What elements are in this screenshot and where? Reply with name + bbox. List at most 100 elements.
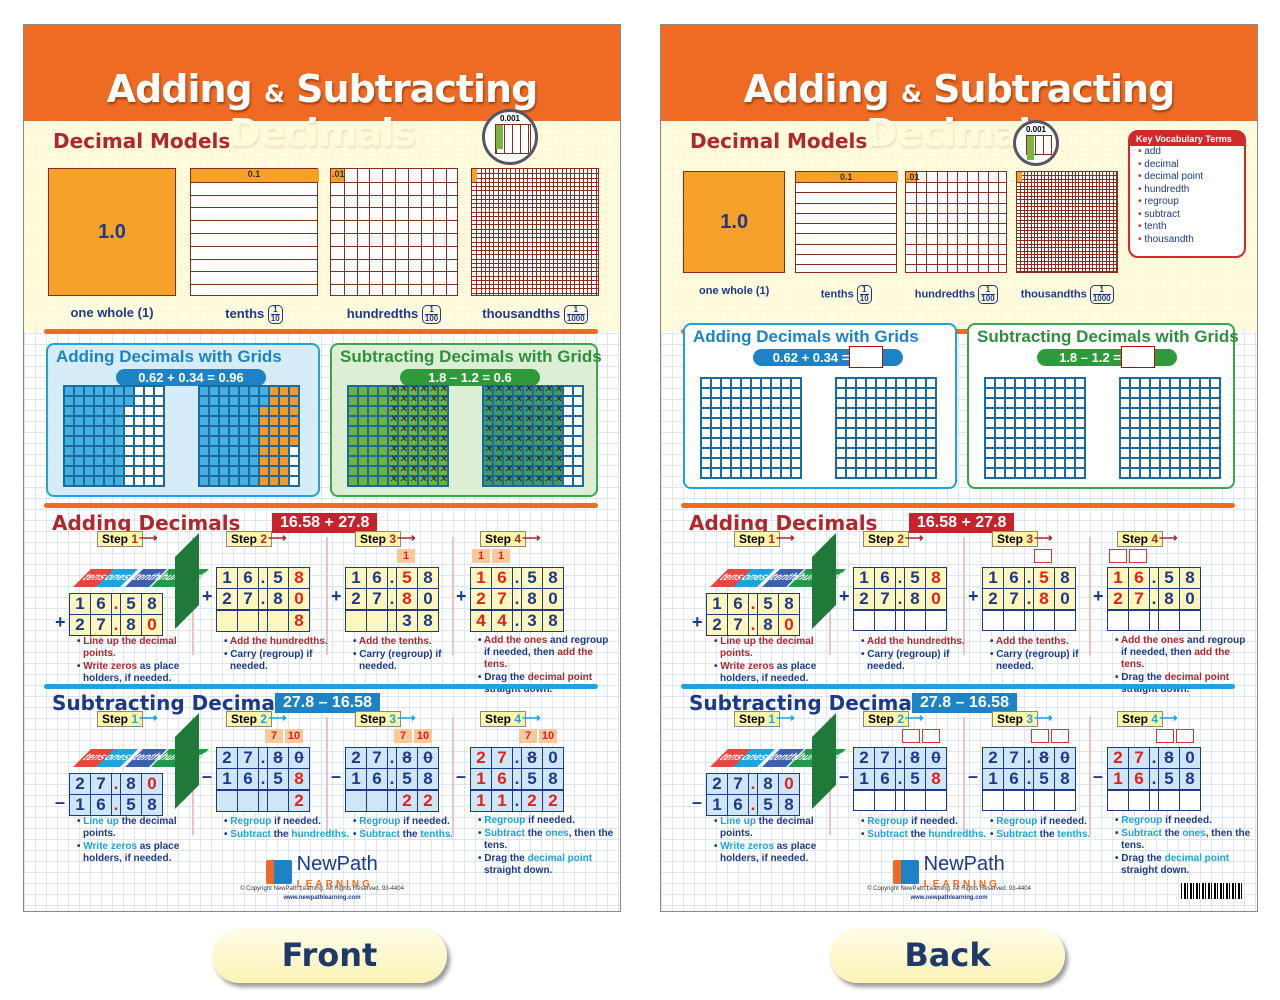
bullet-text: straight down. (484, 684, 553, 695)
model-label-text: thousandths (482, 305, 561, 321)
vocab-term: subtract (1130, 209, 1244, 222)
answer-cell[interactable] (1024, 789, 1034, 811)
digit-cell: . (111, 794, 121, 816)
answer-cell[interactable] (1024, 609, 1034, 631)
digit-cell: 1 (491, 789, 513, 812)
answer-cell[interactable] (904, 609, 926, 631)
digit-cell (387, 609, 397, 632)
bullet-text: the (1036, 829, 1058, 840)
digit-cell (237, 609, 259, 632)
answer-cell[interactable] (1179, 609, 1201, 631)
digit-cell: 5 (757, 593, 779, 615)
digit-cell: 1 (216, 768, 238, 791)
answer-cell[interactable] (982, 609, 1004, 631)
digit-cell: . (111, 773, 121, 795)
answer-cell[interactable] (1033, 789, 1055, 811)
answer-cell[interactable] (1179, 789, 1201, 811)
answer-cell[interactable] (853, 789, 875, 811)
step-word: Step (997, 532, 1024, 546)
arrow-icon: ⟶ (397, 530, 416, 545)
bullet: • Write zeros as place holders, if neede… (77, 661, 180, 684)
adding-grid-equation: 0.62 + 0.34 = 0.96 (116, 369, 266, 386)
answer-cell[interactable] (1003, 789, 1025, 811)
bullet-text: Write zeros (83, 841, 138, 852)
digit-cell: 8 (396, 588, 418, 611)
digit-cell (366, 789, 388, 812)
step-word: Step (102, 712, 129, 726)
bullet: • Add the hundredths. (224, 636, 328, 647)
carry-row (852, 729, 940, 743)
answer-cell[interactable] (1158, 789, 1180, 811)
answer-cell[interactable] (1054, 789, 1076, 811)
answer-cell[interactable] (1158, 609, 1180, 631)
logo-sub: LEARNING (923, 879, 1000, 890)
bullet: • Carry (regroup) if needed. (224, 649, 313, 672)
arrow-icon: ⟶ (522, 530, 541, 545)
digit-cell: . (1024, 567, 1034, 589)
den: 1000 (566, 314, 585, 323)
digit-cell: . (1149, 567, 1159, 589)
bullet-text: tenths. (1057, 829, 1091, 840)
step-num: 1 (131, 532, 139, 546)
answer-cell[interactable] (1107, 609, 1129, 631)
step-word: Step (485, 532, 512, 546)
num: 1 (424, 306, 439, 315)
digit-cell: 8 (757, 614, 779, 636)
answer-cell[interactable] (1054, 609, 1076, 631)
digit-cell: 0 (1054, 747, 1076, 769)
answer-cell[interactable] (925, 789, 947, 811)
answer-cell[interactable] (982, 789, 1004, 811)
digit-cell: 8 (1054, 567, 1076, 589)
carry-digit: 1 (472, 549, 490, 563)
step-word: Step (485, 712, 512, 726)
answer-cell[interactable] (1128, 789, 1150, 811)
digit-cell (216, 789, 238, 812)
answer-cell[interactable] (1128, 609, 1150, 631)
digit-cell: 5 (1158, 768, 1180, 791)
front-button[interactable]: Front (212, 928, 447, 983)
step-bullets: • Add the ones and regroup if needed, th… (476, 635, 616, 697)
arrow-icon: ⟶ (1159, 530, 1178, 545)
arrow-icon: ⟶ (1034, 530, 1053, 545)
digit-cell: 7 (491, 588, 513, 611)
step-bullets: • Regroup if needed.• Subtract the ones,… (1113, 815, 1253, 878)
answer-cell[interactable] (895, 609, 905, 631)
answer-box[interactable] (849, 346, 884, 369)
digit-cell: 8 (141, 593, 163, 615)
answer-cell[interactable] (904, 789, 926, 811)
bullet-text: as place holders, if needed. (720, 841, 817, 864)
step-label: Step 2 (226, 531, 273, 547)
answer-cell[interactable] (874, 789, 896, 811)
hundred-grid (482, 384, 584, 487)
answer-cell[interactable] (1033, 609, 1055, 631)
digit-cell: . (258, 747, 268, 769)
answer-box[interactable] (1120, 346, 1155, 369)
answer-cell[interactable] (895, 789, 905, 811)
answer-cell[interactable] (1149, 609, 1159, 631)
title-amp: & (264, 80, 285, 108)
model-label-text: hundredths (914, 288, 976, 301)
back-button[interactable]: Back (830, 928, 1065, 983)
digit-cell: 8 (1054, 768, 1076, 791)
answer-cell[interactable] (1149, 789, 1159, 811)
operator: – (968, 766, 979, 786)
step-bullets: • Regroup if needed.• Subtract the hundr… (859, 816, 987, 842)
answer-cell[interactable] (874, 609, 896, 631)
answer-cell[interactable] (1107, 789, 1129, 811)
website-url: www.newpathlearning.com (283, 895, 361, 901)
digit-cell: 2 (521, 789, 543, 812)
digit-cell: 1 (69, 593, 91, 615)
logo-name: NewPath (923, 853, 1005, 875)
answer-cell[interactable] (1003, 609, 1025, 631)
subtracting-grids-title: Subtracting Decimals with Grids (977, 327, 1239, 346)
digit-cell: 6 (90, 593, 112, 615)
digit-cell: 8 (521, 747, 543, 769)
answer-cell[interactable] (925, 609, 947, 631)
step-word: Step (231, 712, 258, 726)
digit-cell: 7 (874, 747, 896, 769)
answer-cell[interactable] (853, 609, 875, 631)
digit-cell: . (111, 614, 121, 636)
bullet: • Drag the decimal point straight down. (478, 853, 593, 876)
